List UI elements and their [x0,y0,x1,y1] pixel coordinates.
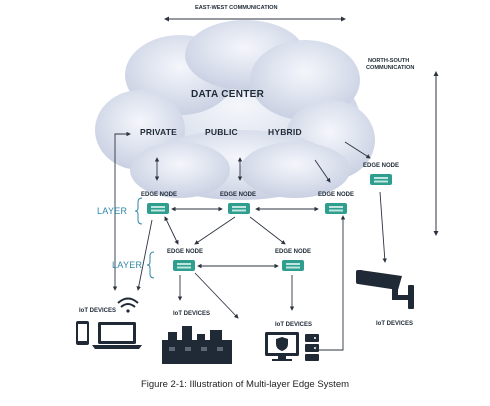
north-south-label-line1: NORTH-SOUTH [368,58,410,64]
cloud-type-hybrid: HYBRID [268,127,302,137]
phone-icon [76,321,89,345]
layer-label-2: LAYER [112,260,143,270]
iot-label-computer: IoT DEVICES [275,322,313,328]
edge-node-label-1: EDGE NODE [141,192,178,198]
data-center-label: DATA CENTER [191,89,265,100]
edge-node-icon-1 [147,203,169,214]
edge-node-label-6: EDGE NODE [275,249,312,255]
edge-node-label-5: EDGE NODE [167,249,204,255]
laptop-icon [92,322,142,349]
security-camera-icon [356,270,414,309]
cloud-shape [95,20,375,200]
layer-brace-2 [146,251,155,279]
edge-node-icon-3 [325,203,347,214]
edge-node-label-3: EDGE NODE [318,192,355,198]
wifi-icon [117,297,139,313]
edge-node-label-2: EDGE NODE [220,192,257,198]
east-west-label: EAST-WEST COMMUNICATION [195,5,278,11]
figure-caption: Figure 2-1: Illustration of Multi-layer … [140,379,350,390]
edge-node-label-4: EDGE NODE [363,163,400,169]
connections [112,131,387,351]
iot-label-factory: IoT DEVICES [173,311,211,317]
layer-label-1: LAYER [97,206,128,216]
edge-node-icon-6 [282,260,304,271]
server-icon [305,334,319,361]
iot-label-mobile: IoT DEVICES [79,308,117,314]
edge-node-icon-4 [370,174,392,185]
cloud-type-public: PUBLIC [205,127,238,137]
computer-icon [265,332,299,361]
north-south-label-line2: COMMUNICATION [366,65,415,71]
edge-node-icon-2 [228,203,250,214]
layer-brace-1 [134,197,143,225]
cloud-type-private: PRIVATE [140,127,177,137]
factory-icon [162,326,232,364]
iot-label-camera: IoT DEVICES [376,321,414,327]
edge-node-icon-5 [173,260,195,271]
